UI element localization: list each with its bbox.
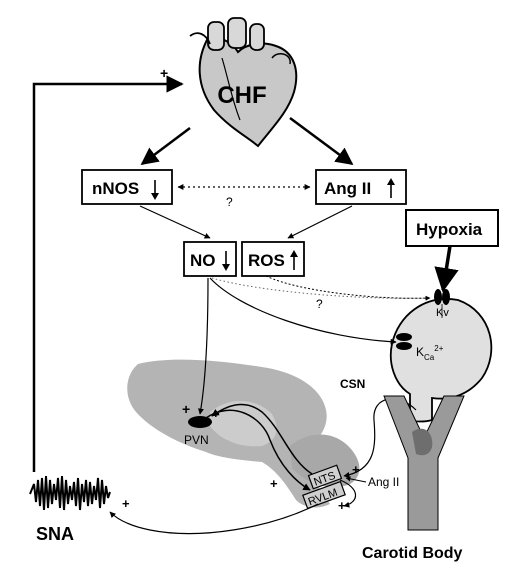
nnos-label: nNOS <box>92 179 139 198</box>
no-label: NO <box>190 251 216 270</box>
no-to-kca-arrow <box>209 277 397 345</box>
question-mark-mid: ? <box>316 297 323 311</box>
sna-feedback-arrow <box>32 75 184 472</box>
kca-base: K <box>416 345 424 359</box>
up-arrow-icon <box>290 250 298 270</box>
ang2-to-ros-arrow <box>287 205 353 239</box>
hypoxia-box: Hypoxia <box>405 209 499 247</box>
pvn-plus-left: + <box>182 401 190 417</box>
sna-waveform <box>29 475 111 511</box>
kca-channel-icon <box>396 333 412 350</box>
brain <box>127 359 360 508</box>
nts-plus: + <box>352 462 360 477</box>
pvn-rvlm-pathway <box>205 409 311 491</box>
brainstem-plus: + <box>270 476 278 491</box>
kca-label: KCa2+ <box>416 344 444 362</box>
down-arrow-icon <box>151 180 159 200</box>
pvn-label: PVN <box>184 433 209 447</box>
kv-label: Kv <box>436 307 449 319</box>
ros-to-kv-dotted-arrow <box>265 275 431 301</box>
chf-to-ang2-arrow <box>289 116 354 166</box>
ang2-to-nts-arrow <box>345 476 367 483</box>
hypoxia-arrow <box>434 245 459 293</box>
nnos-to-no-arrow <box>139 205 211 239</box>
heart: CHF <box>189 17 298 148</box>
chf-to-nnos-arrow <box>140 127 191 166</box>
sna-label: SNA <box>36 524 74 544</box>
ang2-box: Ang II <box>315 169 407 205</box>
ang2-label: Ang II <box>324 179 371 198</box>
nts-rvlm-loop <box>339 479 357 508</box>
question-mark-top: ? <box>226 195 233 209</box>
hypoxia-label: Hypoxia <box>416 220 483 239</box>
carotid-body-label: Carotid Body <box>362 545 463 562</box>
heart-label: CHF <box>217 82 266 109</box>
no-box: NO <box>183 241 237 277</box>
ros-box: ROS <box>241 241 305 277</box>
down-arrow-icon <box>222 251 230 271</box>
kca-subscript: Ca <box>424 353 435 362</box>
glomus-cell <box>389 298 493 423</box>
ang2-small-label: Ang II <box>368 475 399 489</box>
carotid-artery <box>383 395 465 531</box>
nts-pvn-pathway <box>211 403 313 475</box>
rvlm-plus: + <box>338 498 346 513</box>
sna-plus: + <box>122 496 130 511</box>
kca-superscript: 2+ <box>434 344 443 353</box>
nnos-box: nNOS <box>81 169 173 205</box>
pvn-nucleus <box>188 416 212 428</box>
rvlm-to-sna-arrow <box>109 503 319 535</box>
no-to-kv-dotted-arrow <box>211 277 431 299</box>
no-to-pvn-arrow <box>197 277 209 415</box>
feedback-plus: + <box>160 65 168 81</box>
csn-label: CSN <box>340 377 365 391</box>
up-arrow-icon <box>387 178 395 198</box>
ros-label: ROS <box>248 251 285 270</box>
kv-channel-icon <box>434 289 450 318</box>
